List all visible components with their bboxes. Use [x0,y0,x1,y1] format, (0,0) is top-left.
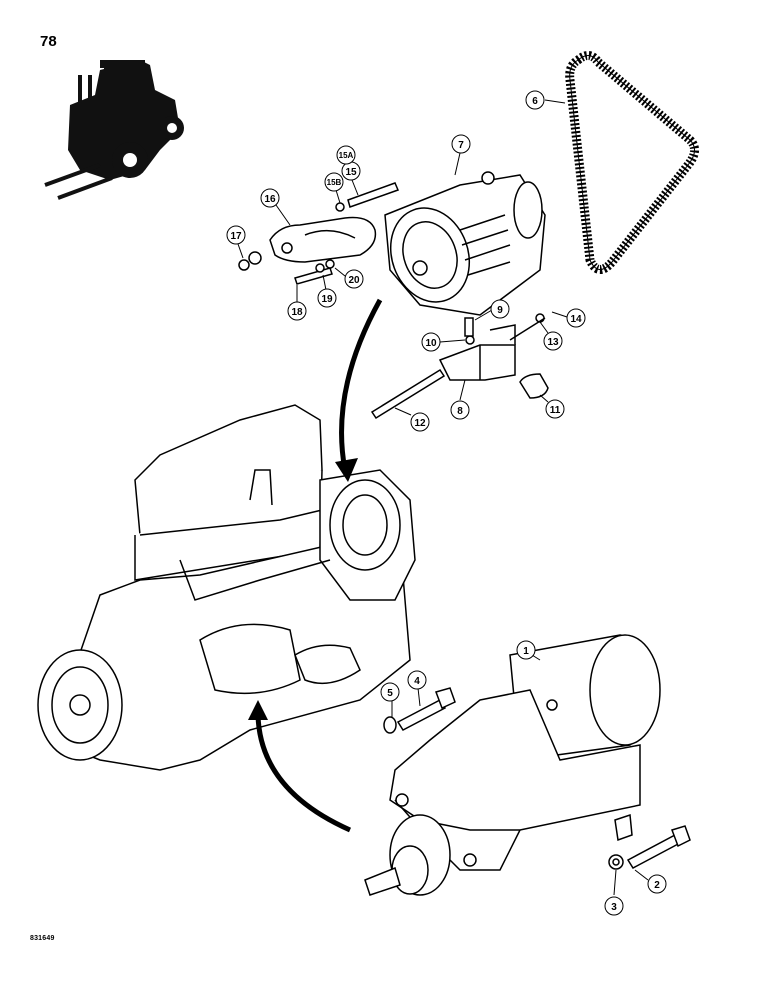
svg-text:10: 10 [425,338,437,349]
svg-text:14: 14 [570,314,582,325]
alternator [384,171,546,316]
callout-19: 19 [317,274,337,308]
callout-15a: 15A [336,145,356,165]
callout-17: 17 [226,225,246,259]
svg-text:1: 1 [523,646,529,657]
callout-10: 10 [421,332,466,352]
svg-text:15B: 15B [327,178,342,187]
svg-text:19: 19 [321,294,333,305]
callout-16: 16 [260,188,291,226]
callout-9: 9 [474,299,510,321]
starter-motor [364,634,661,896]
forklift-icon [44,60,184,200]
svg-text:5: 5 [387,688,393,699]
svg-text:2: 2 [654,880,660,891]
svg-text:8: 8 [457,406,463,417]
svg-text:20: 20 [348,275,360,286]
svg-text:6: 6 [532,96,538,107]
callout-8: 8 [450,379,470,420]
callout-6: 6 [525,90,566,110]
callout-3: 3 [604,869,624,916]
svg-text:7: 7 [458,140,464,151]
svg-text:4: 4 [414,676,420,687]
bolt-and-lockwasher [608,825,691,870]
mounting-bracket [370,313,549,420]
callout-18: 18 [287,285,307,321]
svg-text:16: 16 [264,194,276,205]
page-number: 78 [40,33,57,50]
callout-2: 2 [634,869,667,894]
callout-15b: 15B [324,172,344,204]
svg-text:9: 9 [497,305,503,316]
callout-12: 12 [394,407,430,432]
callout-15: 15 [341,161,361,196]
install-arrows [248,298,383,833]
callout-14: 14 [551,308,586,328]
svg-text:15: 15 [345,167,357,178]
callout-20: 20 [334,267,364,289]
svg-text:15A: 15A [339,151,354,160]
svg-text:13: 13 [547,337,559,348]
svg-text:12: 12 [414,418,426,429]
svg-text:11: 11 [550,405,561,416]
drive-belt [565,51,699,274]
engine-assembly [37,404,416,771]
callout-11: 11 [539,394,565,419]
starter-bolt-and-washer [383,687,456,734]
callout-5: 5 [380,682,400,718]
svg-text:17: 17 [230,231,242,242]
callout-7: 7 [451,134,471,176]
callout-4: 4 [407,670,427,707]
callout-1: 1 [516,640,541,661]
svg-text:3: 3 [611,902,617,913]
callout-13: 13 [539,321,563,351]
drawing-reference-number: 831649 [30,935,55,942]
adjusting-bracket [238,182,400,285]
svg-text:18: 18 [291,307,303,318]
callouts: 1 2 3 4 5 6 7 8 9 10 11 12 13 14 15 15A … [226,90,667,916]
